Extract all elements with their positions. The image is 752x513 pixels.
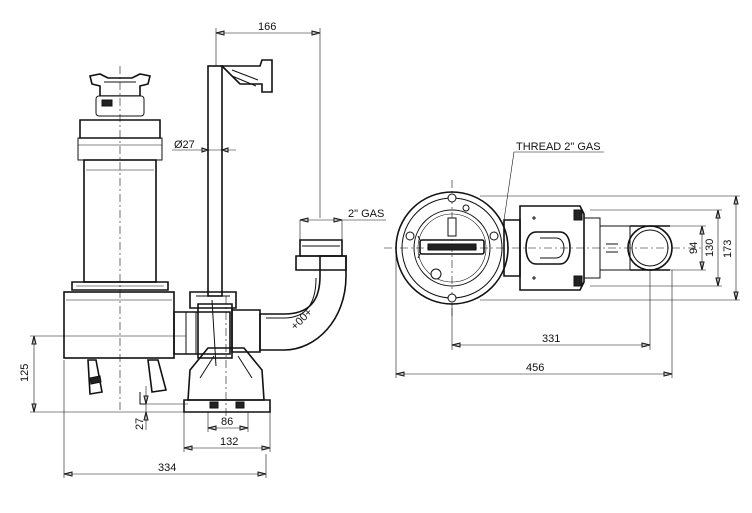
discharge-elbow: +00+ bbox=[259, 239, 347, 351]
dim-125: 125 bbox=[19, 364, 31, 382]
dim-166: 166 bbox=[258, 21, 276, 33]
dim-86: 86 bbox=[221, 416, 233, 428]
dim-94: 94 bbox=[688, 242, 700, 254]
dim-173: 173 bbox=[722, 240, 734, 258]
dim-27: 27 bbox=[134, 418, 146, 430]
coupling-foot bbox=[183, 296, 271, 420]
guide-rail bbox=[189, 59, 273, 309]
top-view bbox=[384, 180, 704, 316]
dim-456: 456 bbox=[526, 362, 544, 374]
side-view-dimensions: 166 Ø27 2" GAS 125 27 86 132 bbox=[19, 21, 386, 478]
flow-arrow-text: +00+ bbox=[289, 306, 315, 332]
dim-331: 331 bbox=[542, 333, 560, 345]
dim-132: 132 bbox=[220, 436, 238, 448]
dim-334: 334 bbox=[158, 462, 176, 474]
dim-2-gas: 2" GAS bbox=[348, 208, 384, 220]
dim-diam-27: Ø27 bbox=[174, 139, 195, 151]
label-thread-2-gas: THREAD 2" GAS bbox=[516, 141, 601, 153]
top-view-dimensions: THREAD 2" GAS 331 456 94 130 173 bbox=[395, 141, 740, 378]
pump-side-view bbox=[63, 66, 231, 410]
dim-130: 130 bbox=[704, 239, 716, 257]
